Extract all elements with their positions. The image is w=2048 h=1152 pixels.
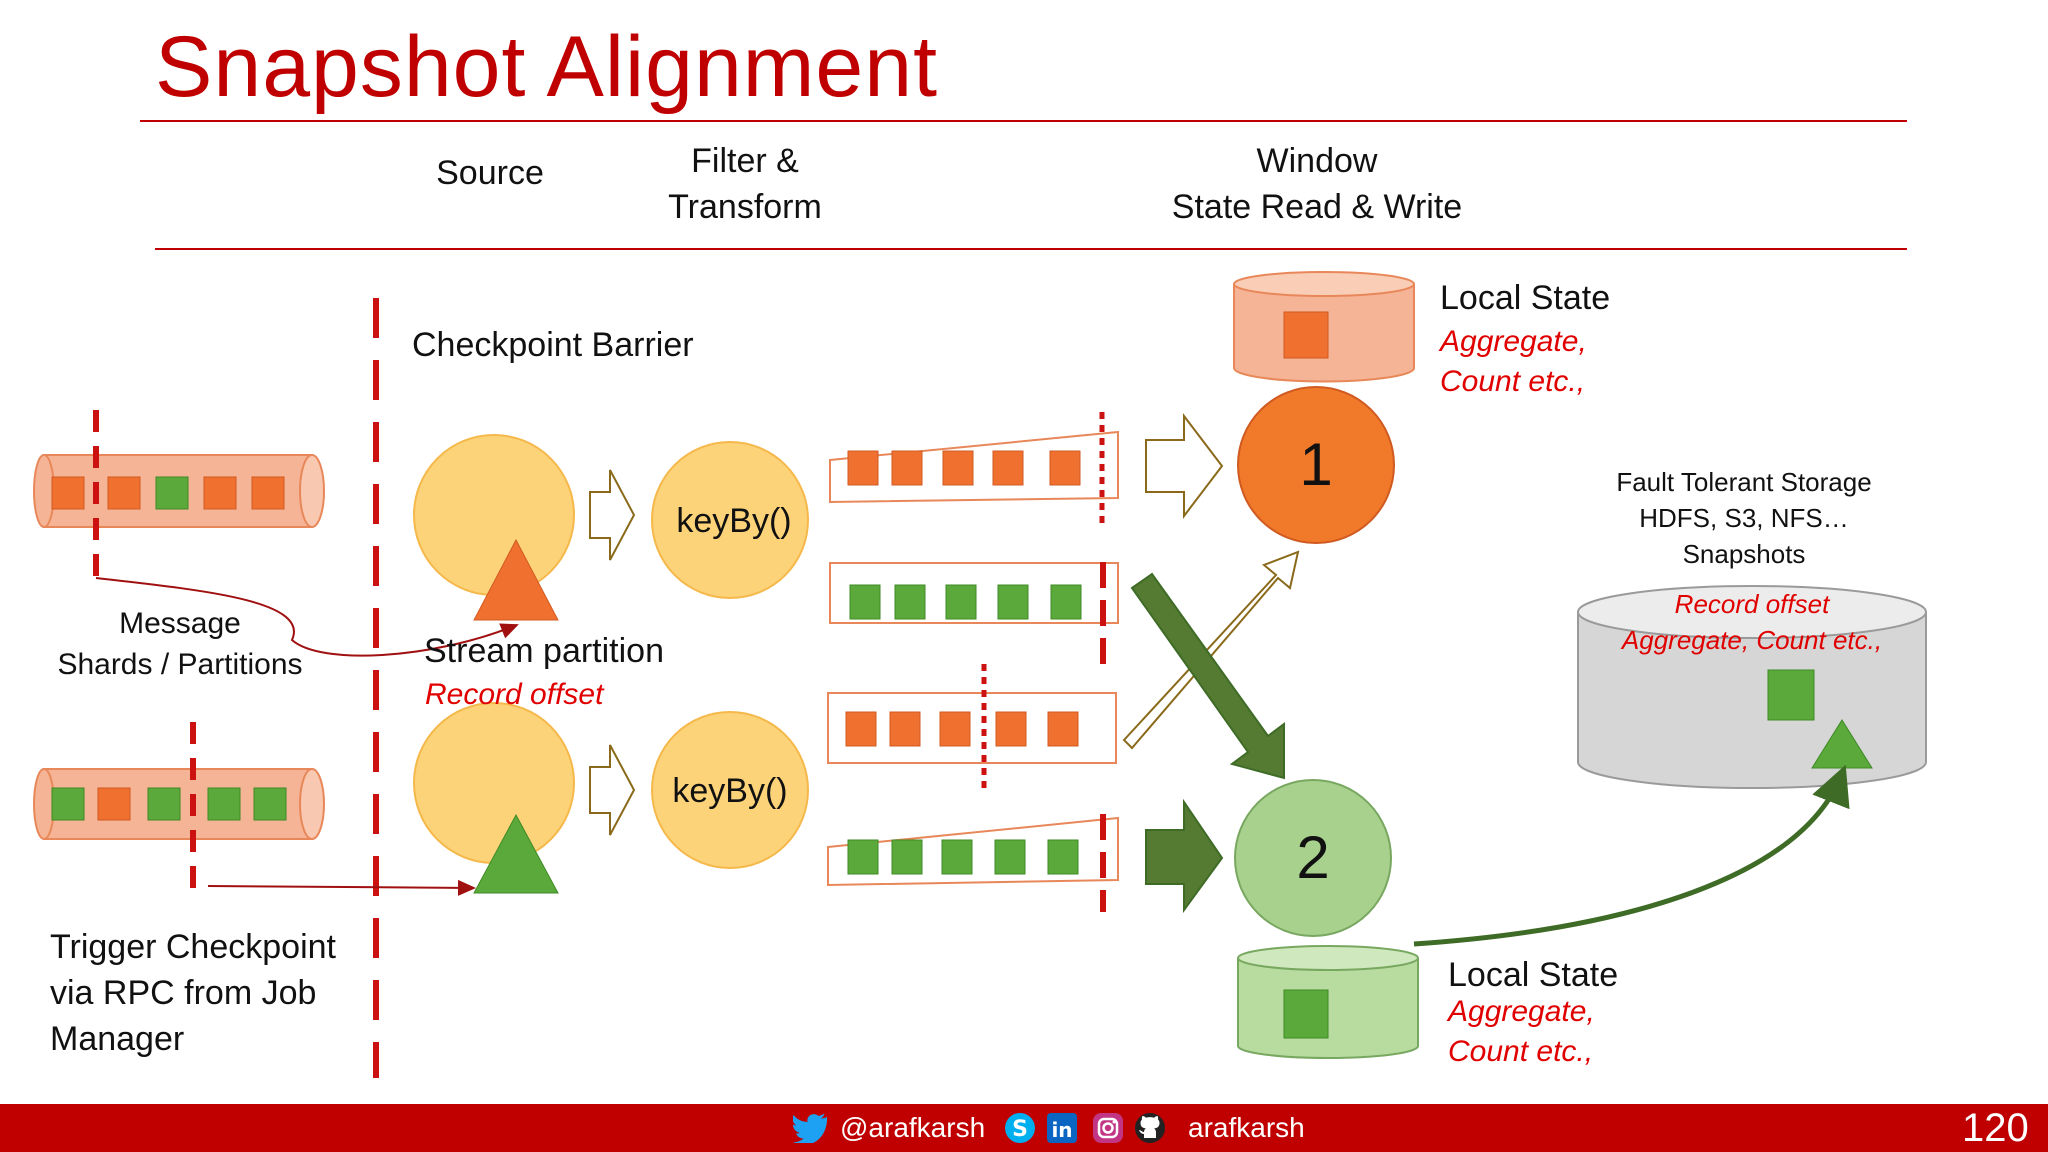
message-connector <box>95 577 519 657</box>
storage-line3: Snapshots <box>1682 539 1806 569</box>
local-state-top-title: Local State <box>1440 279 1611 317</box>
source-to-keyby-arrow-bottom <box>589 744 636 836</box>
page-number: 120 <box>1962 1106 2029 1150</box>
source-to-keyby-arrow-top <box>589 469 636 561</box>
message-label-line2: Shards / Partitions <box>57 648 303 681</box>
storage-item <box>1767 669 1815 721</box>
stream-partition-label: Stream partition <box>424 632 664 670</box>
node-2-circle <box>1234 779 1392 937</box>
trigger-label-line3: Manager <box>50 1020 185 1058</box>
header-filter-line2: Transform <box>668 188 822 226</box>
keyby-circle-top <box>651 441 809 599</box>
footer-twitter-handle[interactable]: @arafkarsh <box>840 1112 986 1143</box>
footer-bar: @arafkarsh S in arafkarsh 120 <box>0 1104 2048 1152</box>
shard-top-item <box>51 476 85 510</box>
storage-red-line2: Aggregate, Count etc., <box>1621 625 1883 655</box>
shard-bottom-item <box>51 787 85 821</box>
local-state-top-item <box>1283 311 1329 359</box>
header-filter-line1: Filter & <box>691 142 799 180</box>
local-state-bottom-line2: Count etc., <box>1448 1035 1594 1068</box>
buffer-to-node1-arrow <box>1145 413 1224 519</box>
node-1-label: 1 <box>1299 431 1333 498</box>
header-window-line1: Window <box>1256 142 1378 180</box>
title-rule <box>140 120 1907 122</box>
header-source: Source <box>436 154 544 192</box>
footer-handle[interactable]: arafkarsh <box>1188 1112 1305 1143</box>
node-1-circle <box>1237 386 1395 544</box>
cross-arrow-outline <box>1122 550 1300 750</box>
node-2-label: 2 <box>1296 824 1330 891</box>
storage-line1: Fault Tolerant Storage <box>1616 467 1872 497</box>
shard-top-item <box>251 476 285 510</box>
message-label-line1: Message <box>119 607 241 640</box>
local-state-bottom-line1: Aggregate, <box>1448 995 1595 1028</box>
local-state-bottom-title: Local State <box>1448 956 1619 994</box>
local-state-bottom-item <box>1283 989 1329 1039</box>
local-state-top-line1: Aggregate, <box>1440 325 1587 358</box>
local-state-top-line2: Count etc., <box>1440 365 1586 398</box>
cross-arrow-green <box>1130 572 1285 780</box>
keyby-circle-bottom <box>651 711 809 869</box>
trigger-label-line1: Trigger Checkpoint <box>50 928 336 966</box>
storage-line2: HDFS, S3, NFS… <box>1639 503 1849 533</box>
instagram-icon[interactable] <box>1092 1112 1124 1144</box>
header-window-line2: State Read & Write <box>1171 188 1463 226</box>
skype-icon[interactable]: S <box>1004 1112 1036 1144</box>
shard-top-item <box>203 476 237 510</box>
header-rule <box>155 248 1907 250</box>
shard-top-item <box>155 476 189 510</box>
shard-bottom-item <box>147 787 181 821</box>
svg-text:in: in <box>1051 1118 1072 1142</box>
source-circle-bottom <box>413 702 575 864</box>
page-title: Snapshot Alignment <box>155 19 938 115</box>
snapshot-curve <box>1413 764 1850 947</box>
storage-red-line1: Record offset <box>1674 589 1830 619</box>
barrier-triangle-green <box>473 813 559 894</box>
shard-top-item <box>107 476 141 510</box>
trigger-label-line2: via RPC from Job <box>50 974 317 1012</box>
barrier-triangle-orange <box>473 538 559 621</box>
twitter-icon[interactable] <box>793 1113 829 1143</box>
shard-bottom-item <box>207 787 241 821</box>
github-icon[interactable] <box>1134 1112 1166 1144</box>
keyby-label-bottom: keyBy() <box>672 772 788 810</box>
keyby-label-top: keyBy() <box>676 502 792 540</box>
shard-bottom-item <box>97 787 131 821</box>
source-circle-top <box>413 434 575 596</box>
buffer-to-node2-arrow <box>1145 798 1224 914</box>
checkpoint-barrier-label: Checkpoint Barrier <box>412 326 694 364</box>
trigger-connector <box>207 879 476 896</box>
linkedin-icon[interactable]: in <box>1046 1112 1078 1144</box>
record-offset-label: Record offset <box>425 678 604 711</box>
shard-bottom-item <box>253 787 287 821</box>
svg-text:S: S <box>1012 1117 1028 1142</box>
